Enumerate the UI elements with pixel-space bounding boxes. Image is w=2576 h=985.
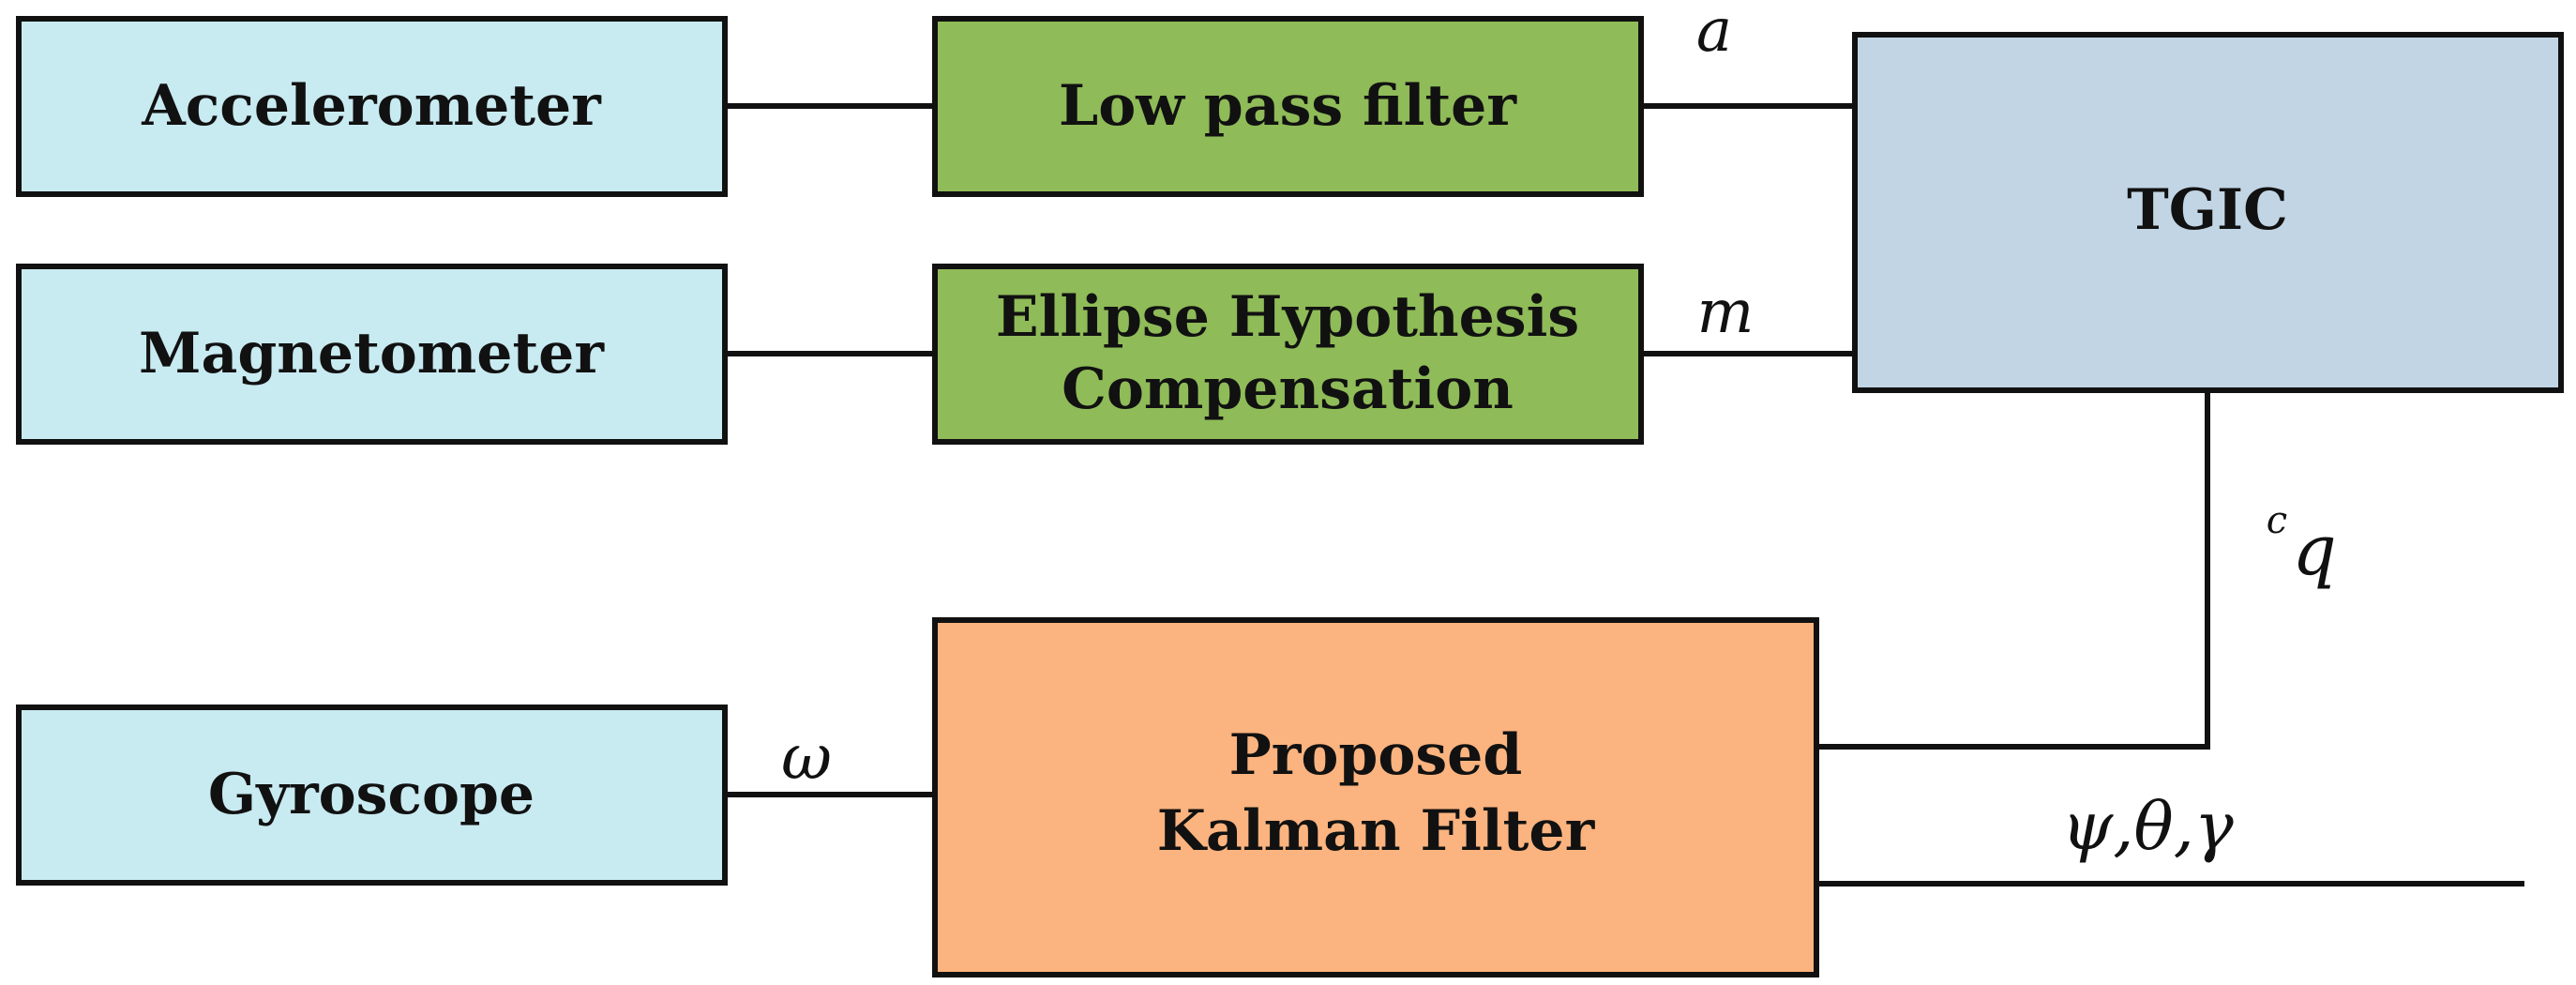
magnetometer-label: Magnetometer xyxy=(139,321,605,386)
ellipse-compensation-block xyxy=(932,264,1644,445)
accel-signal-label: a xyxy=(1696,0,1732,66)
kalman-filter-label-line1: Proposed xyxy=(1229,722,1523,788)
kalman-filter-block xyxy=(932,617,1819,977)
accelerometer-block xyxy=(16,16,728,197)
mag-signal-label: m xyxy=(1697,278,1755,347)
gyroscope-block xyxy=(16,705,728,886)
tgic-block xyxy=(1852,32,2564,393)
quaternion-prefix-label: c xyxy=(2267,499,2287,542)
tgic-label: TGIC xyxy=(2127,177,2288,243)
gyroscope-label: Gyroscope xyxy=(208,762,535,827)
gyro-signal-label: ω xyxy=(781,721,832,794)
kalman-filter-label-line2: Kalman Filter xyxy=(1157,798,1596,864)
accelerometer-label: Accelerometer xyxy=(141,73,602,139)
low-pass-filter-label: Low pass filter xyxy=(1059,73,1517,139)
quaternion-signal-label: q xyxy=(2292,510,2336,591)
euler-angles-label: ψ,θ,γ xyxy=(2061,788,2234,865)
ellipse-compensation-label-line2: Compensation xyxy=(1062,356,1514,422)
ellipse-compensation-label-line1: Ellipse Hypothesis xyxy=(996,284,1579,350)
magnetometer-block xyxy=(16,264,728,445)
tgic-to-kalman-arrow xyxy=(1816,390,2210,750)
